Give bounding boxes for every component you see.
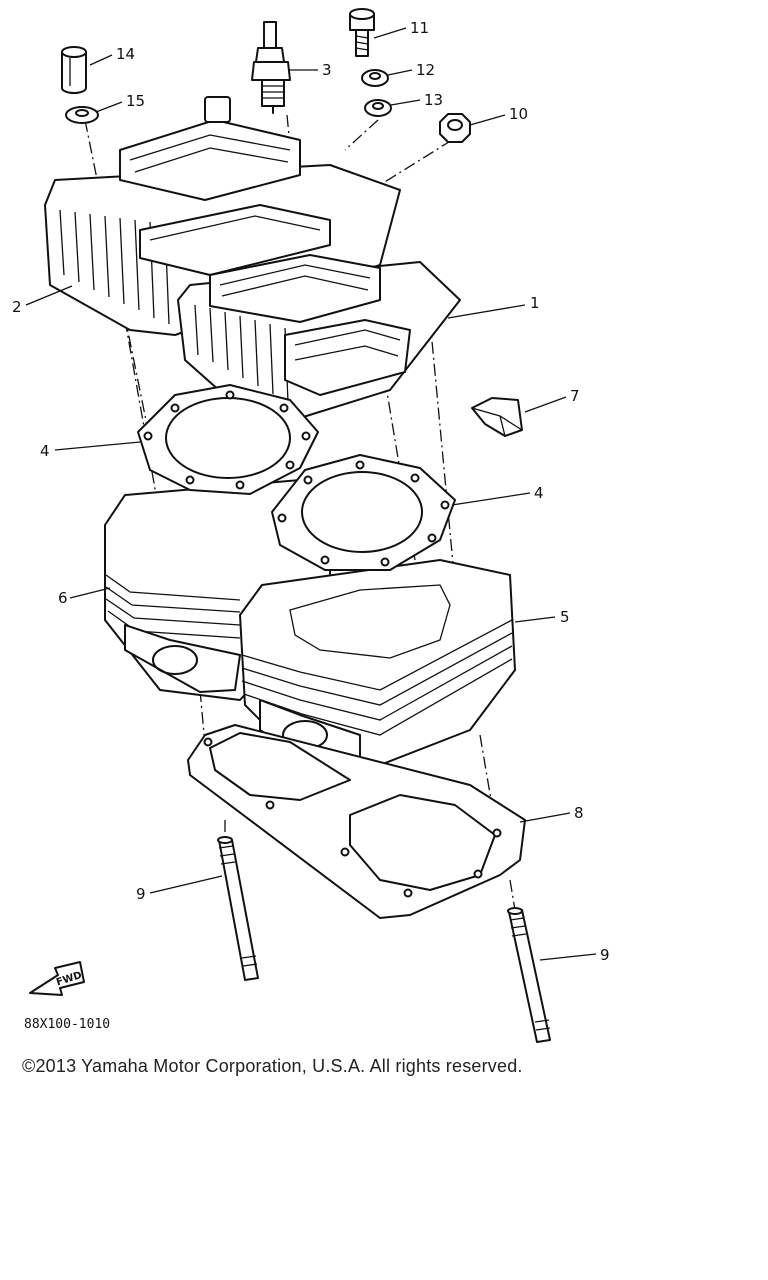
part-15-washer [364,99,392,117]
part-12-washer [65,106,99,124]
part-9-stud-right [507,907,551,1043]
callout-3: 3 [322,61,332,79]
part-14-lock-washer [361,69,389,87]
copyright-notice: ©2013 Yamaha Motor Corporation, U.S.A. A… [22,1056,523,1076]
part-4-gasket-rear [137,384,319,495]
callout-6: 6 [58,589,68,607]
part-4-gasket-front [271,454,456,571]
callout-12: 15 [126,92,145,110]
callout-13: 11 [410,19,429,37]
part-5-cylinder-front [239,559,516,766]
callout-10: 10 [509,105,528,123]
part-7-bracket [471,397,523,437]
callout-2: 2 [12,298,22,316]
callout-7: 7 [570,387,580,405]
part-9-stud-left [217,836,259,981]
callout-9-right: 9 [600,946,610,964]
part-10-nut [439,113,471,143]
callout-5: 5 [560,608,570,626]
fwd-arrow-icon: FWD [29,961,85,996]
part-3-spark-plug [251,21,291,114]
callout-4-front: 4 [534,484,544,502]
callout-4-rear: 4 [40,442,50,460]
callout-14: 12 [416,61,435,79]
diagram-code: 88X100-1010 [24,1017,111,1032]
callout-labels: 14 15 3 11 12 13 10 2 1 7 4 4 6 5 8 9 9 [12,19,610,964]
callout-1: 1 [530,294,540,312]
part-2-cylinder-head-rear [44,96,401,336]
part-13-bolt [349,8,375,57]
callout-8: 8 [574,804,584,822]
part-8-base-gasket [187,724,526,919]
part-11-spacer [61,46,87,94]
callout-9-left: 9 [136,885,146,903]
callout-leader-lines [25,27,597,961]
callout-11: 14 [116,45,135,63]
callout-15: 13 [424,91,443,109]
part-1-cylinder-head-front [177,254,461,419]
exploded-parts-diagram: FWD 14 15 3 11 12 13 10 2 1 7 4 4 6 5 [12,8,610,1043]
